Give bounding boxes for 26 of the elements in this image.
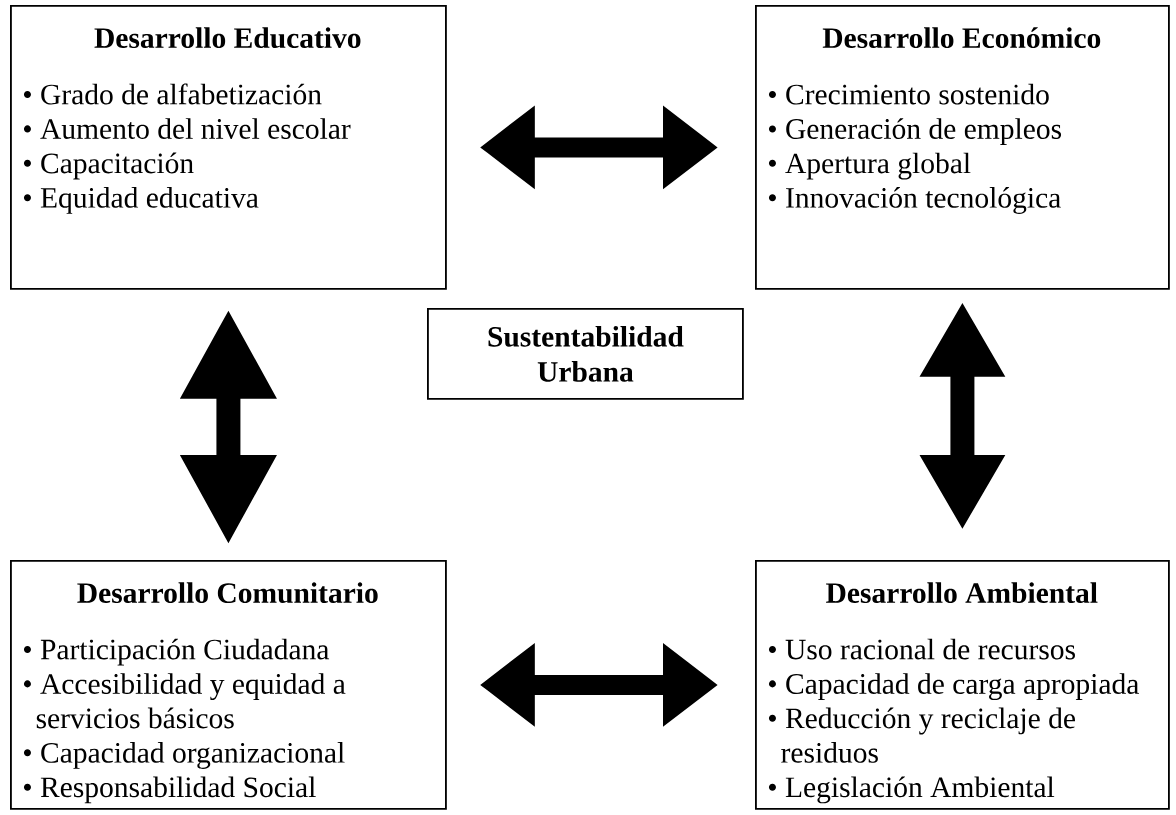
text-box	[755, 5, 1170, 290]
heading: Desarrollo Económico	[822, 27, 1101, 49]
bullet-item: • Capacitación	[23, 152, 194, 180]
text-box	[10, 5, 447, 290]
bullet-item: • Apertura global	[768, 152, 971, 180]
heading: Desarrollo Educativo	[94, 27, 361, 49]
text-box	[755, 560, 1170, 810]
title-box	[427, 308, 744, 400]
bullet-item: • Generación de empleos	[768, 118, 1062, 145]
title-text: Sustentabilidad Urbana	[488, 325, 684, 382]
bullet-item: • Participación Ciudadana	[23, 638, 330, 666]
text-box	[10, 560, 447, 810]
heading: Desarrollo Ambiental	[826, 582, 1098, 604]
bullet-item: • Legislación Ambiental	[768, 776, 1055, 804]
bullet-item: • Capacidad de carga apropiada	[768, 673, 1139, 700]
bullet-item: • Responsabilidad Social	[23, 776, 316, 804]
bullet-item: • Capacidad organizacional	[23, 742, 345, 769]
bullet-item: • Innovación tecnológica	[768, 187, 1061, 214]
bullet-item: • Accesibilidad y equidad a servicios básicos	[23, 673, 346, 729]
bullet-item: • Equidad educativa	[23, 187, 259, 214]
bullet-item: • Grado de alfabetización	[23, 83, 322, 105]
bullet-item: • Crecimiento sostenido	[768, 83, 1049, 105]
heading: Desarrollo Comunitario	[77, 582, 378, 604]
bullet-item: • Aumento del nivel escolar	[23, 118, 351, 139]
bullet-item: • Reducción y reciclaje de residuos	[768, 707, 1075, 763]
bullet-item: • Uso racional de recursos	[768, 638, 1075, 660]
